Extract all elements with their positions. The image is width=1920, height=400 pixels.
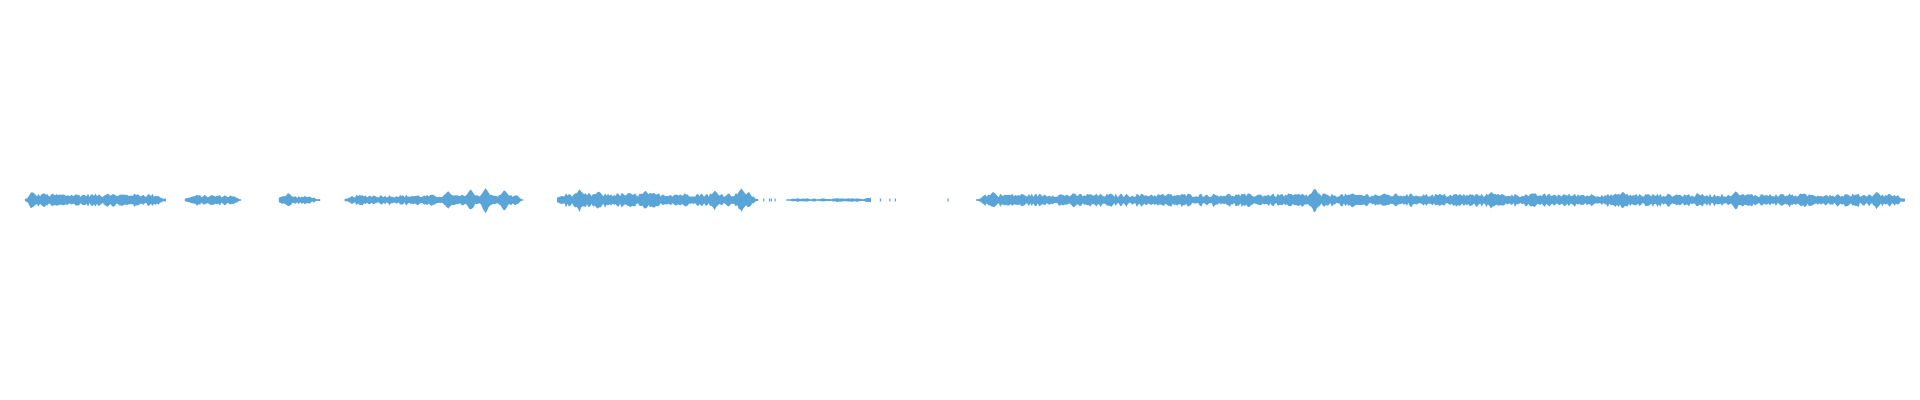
- waveform-segment-7: [976, 189, 1905, 213]
- waveform-segment-4: [344, 188, 524, 214]
- waveform-segment-5: [557, 188, 759, 213]
- waveform-segment-2: [184, 194, 242, 206]
- waveform-segment-6: [786, 197, 871, 203]
- waveform-segment-3: [278, 193, 321, 207]
- waveform-segment-1: [25, 192, 166, 209]
